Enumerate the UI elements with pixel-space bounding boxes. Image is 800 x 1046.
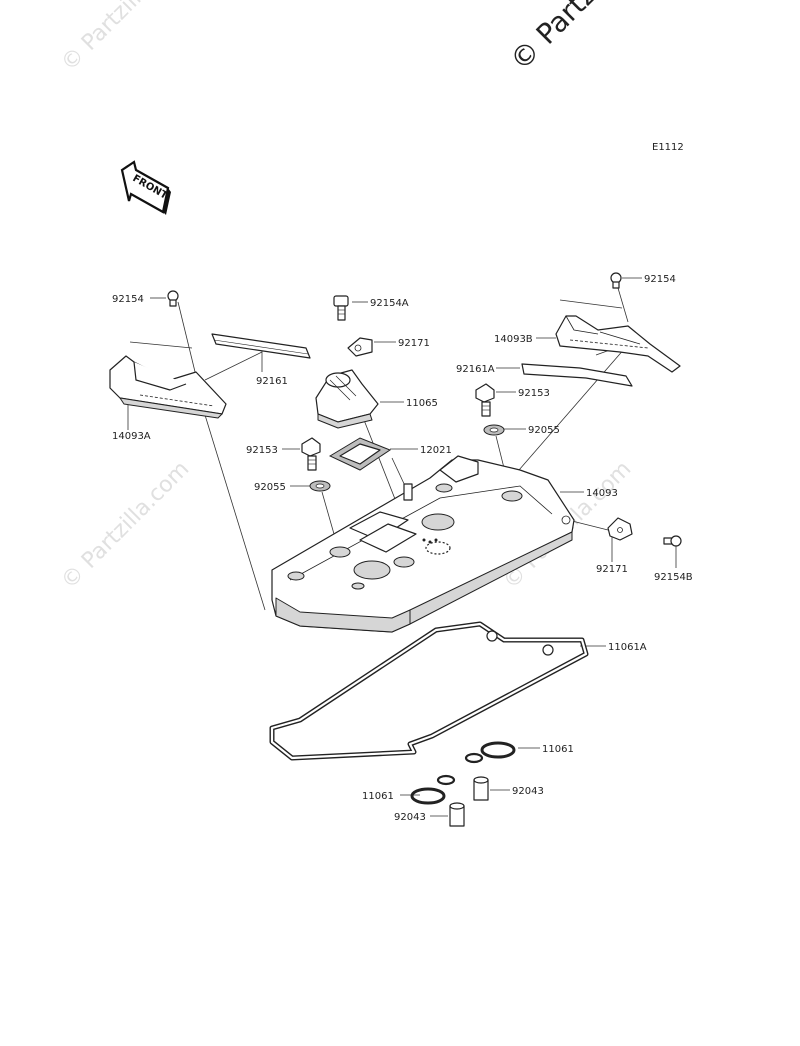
cylinder-head-cover-14093 xyxy=(271,455,575,633)
watermark-faint-2: © Partzilla.com xyxy=(57,457,195,595)
callout-11061-right: 11061 xyxy=(542,744,574,755)
callout-92055-left: 92055 xyxy=(254,482,286,493)
callout-labels: 92154 14093A 92161 92154A 92171 11065 92… xyxy=(112,274,693,823)
callout-11061A: 11061A xyxy=(608,642,647,653)
side-cover-14093A xyxy=(109,355,227,419)
front-arrow-icon: FRONT xyxy=(120,160,171,215)
callout-92043-left: 92043 xyxy=(394,812,426,823)
washer-92055-left xyxy=(309,480,331,492)
gasket-12021 xyxy=(328,437,392,471)
oring-11061-right xyxy=(464,741,516,764)
callout-14093B: 14093B xyxy=(494,334,533,345)
bolt-92154B xyxy=(663,535,682,547)
callout-92043-right: 92043 xyxy=(512,786,544,797)
callout-92055-right: 92055 xyxy=(528,425,560,436)
watermark-top: © Partzilla xyxy=(504,0,632,77)
callout-92161A: 92161A xyxy=(456,364,495,375)
callout-12021: 12021 xyxy=(420,445,452,456)
oring-11061-left xyxy=(410,774,456,805)
callout-11065: 11065 xyxy=(406,398,438,409)
clamp-92171-right xyxy=(607,517,633,541)
sleeve-92043-right xyxy=(473,776,489,801)
strip-92161 xyxy=(211,333,311,359)
diagram-code: E1112 xyxy=(652,142,684,153)
callout-14093: 14093 xyxy=(586,488,618,499)
gasket-11061A xyxy=(269,621,589,761)
side-cover-14093B xyxy=(555,315,681,373)
sleeve-92043-left xyxy=(449,802,465,827)
bolt-92153-right xyxy=(475,383,495,417)
breather-cover-11065 xyxy=(315,369,379,429)
clamp-92171-top xyxy=(347,337,373,357)
callout-11061-left: 11061 xyxy=(362,791,394,802)
callout-92154A: 92154A xyxy=(370,298,409,309)
washer-92055-right xyxy=(483,424,505,436)
callout-92154B: 92154B xyxy=(654,572,693,583)
callout-92171-right: 92171 xyxy=(596,564,628,575)
bolt-92154-left xyxy=(167,290,179,307)
callout-92154-left: 92154 xyxy=(112,294,144,305)
bolt-92154-right xyxy=(610,272,622,289)
watermark-faint-1: © Partzilla.com xyxy=(57,0,195,76)
callout-92171-top: 92171 xyxy=(398,338,430,349)
bolt-92153-left xyxy=(301,437,321,471)
callout-14093A: 14093A xyxy=(112,431,151,442)
callout-92161: 92161 xyxy=(256,376,288,387)
callout-92153-right: 92153 xyxy=(518,388,550,399)
bolt-92154A xyxy=(333,295,349,321)
callout-92153-left: 92153 xyxy=(246,445,278,456)
strip-92161A xyxy=(521,363,633,387)
callout-92154-right: 92154 xyxy=(644,274,676,285)
